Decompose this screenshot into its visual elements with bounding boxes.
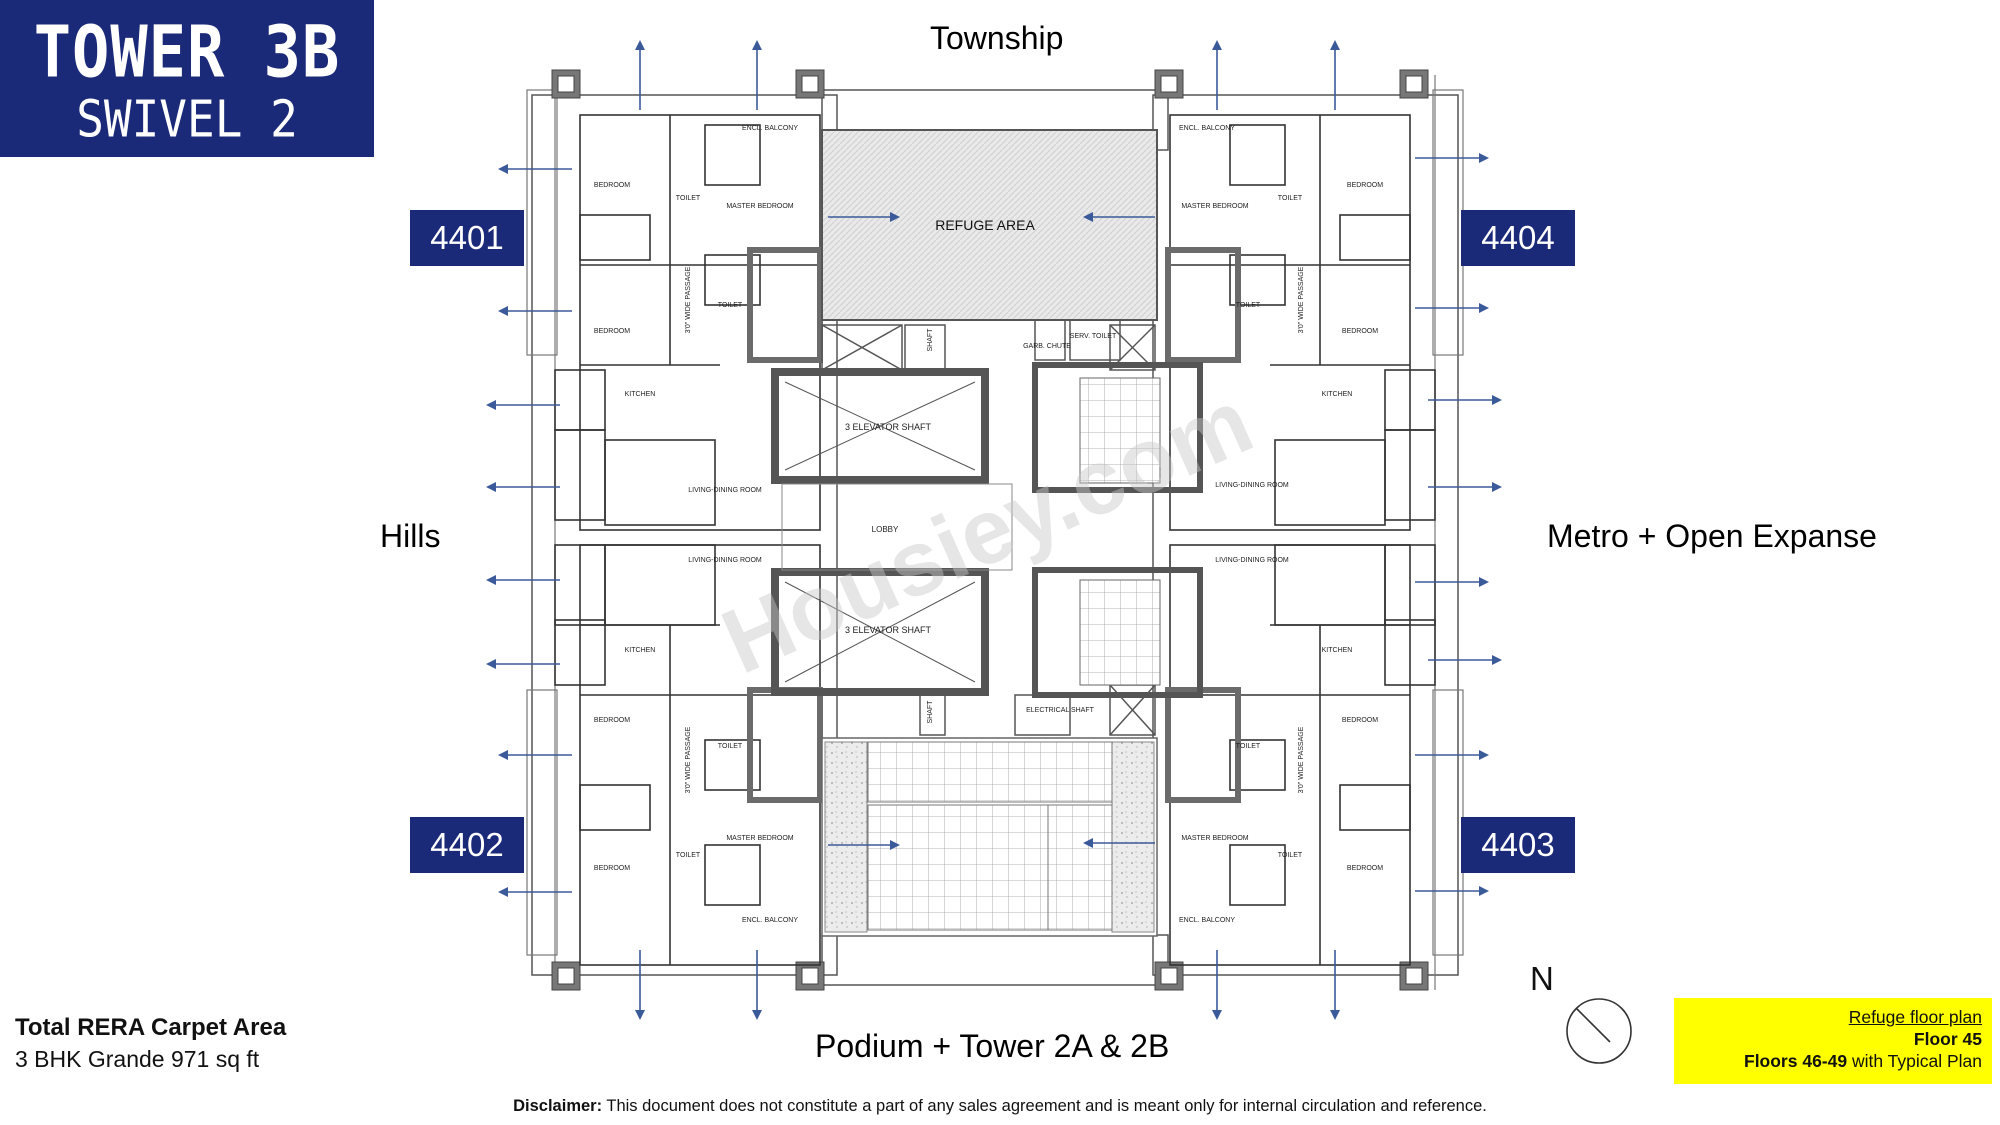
svg-text:ENCL. BALCONY: ENCL. BALCONY (1179, 917, 1235, 924)
direction-right: Metro + Open Expanse (1547, 518, 1877, 554)
svg-text:LIVING-DINING ROOM: LIVING-DINING ROOM (688, 487, 762, 494)
svg-text:BEDROOM: BEDROOM (594, 865, 630, 872)
svg-text:KITCHEN: KITCHEN (625, 647, 656, 654)
note-line-2: Floor 45 (1913, 1029, 1982, 1049)
svg-text:BEDROOM: BEDROOM (1342, 717, 1378, 724)
svg-text:MASTER BEDROOM: MASTER BEDROOM (726, 835, 793, 842)
svg-text:MASTER BEDROOM: MASTER BEDROOM (726, 203, 793, 210)
floor-note: Refuge floor plan Floor 45 Floors 46-49 … (1674, 998, 1992, 1084)
rera-value: 3 BHK Grande 971 sq ft (15, 1046, 260, 1072)
refuge-area (821, 129, 1158, 321)
direction-left: Hills (380, 518, 441, 554)
svg-text:TOILET: TOILET (718, 743, 743, 750)
direction-bottom: Podium + Tower 2A & 2B (815, 1028, 1170, 1064)
unit-label-4404: 4404 (1461, 210, 1575, 266)
disclaimer-text: This document does not constitute a part… (602, 1097, 1487, 1115)
svg-text:TOILET: TOILET (1236, 743, 1261, 750)
note-line-3-bold: Floors 46-49 (1744, 1051, 1848, 1071)
svg-text:KITCHEN: KITCHEN (1322, 647, 1353, 654)
tower-title-box: TOWER 3B SWIVEL 2 (0, 0, 374, 157)
unit-label-4401: 4401 (410, 210, 524, 266)
svg-text:ENCL. BALCONY: ENCL. BALCONY (1179, 125, 1235, 132)
elevator-shaft-top-label: 3 ELEVATOR SHAFT (845, 422, 932, 432)
north-label: N (1530, 960, 1554, 997)
svg-text:BEDROOM: BEDROOM (1347, 865, 1383, 872)
svg-text:BEDROOM: BEDROOM (594, 328, 630, 335)
svg-text:LIVING-DINING ROOM: LIVING-DINING ROOM (688, 557, 762, 564)
svg-text:MASTER BEDROOM: MASTER BEDROOM (1181, 835, 1248, 842)
svg-text:3'0" WIDE PASSAGE: 3'0" WIDE PASSAGE (1298, 726, 1305, 793)
elevator-shafts (771, 368, 989, 696)
serv-toilet-label: SERV. TOILET (1070, 333, 1117, 340)
view-arrows (486, 40, 1502, 1020)
columns (551, 69, 1429, 991)
lobby-label: LOBBY (872, 525, 899, 534)
elevator-shaft-bottom-label: 3 ELEVATOR SHAFT (845, 625, 932, 635)
shaft-label-bottom: SHAFT (927, 700, 934, 724)
svg-text:KITCHEN: KITCHEN (625, 391, 656, 398)
svg-text:MASTER BEDROOM: MASTER BEDROOM (1181, 203, 1248, 210)
shafts (821, 319, 1156, 736)
electrical-shaft-label: ELECTRICAL SHAFT (1026, 707, 1095, 714)
unit-label-4403: 4403 (1461, 817, 1575, 873)
svg-text:TOILET: TOILET (676, 195, 701, 202)
svg-text:TOILET: TOILET (1236, 302, 1261, 309)
disclaimer-label: Disclaimer: (513, 1097, 603, 1115)
room-labels: BEDROOM BEDROOM MASTER BEDROOM TOILET TO… (594, 125, 1383, 924)
note-line-3-rest: with Typical Plan (1847, 1051, 1982, 1071)
swivel-name: SWIVEL 2 (76, 89, 298, 149)
svg-text:ENCL. BALCONY: ENCL. BALCONY (742, 125, 798, 132)
unit-label-4402: 4402 (410, 817, 524, 873)
disclaimer: Disclaimer: This document does not const… (0, 1097, 2000, 1116)
tower-name: TOWER 3B (33, 9, 341, 94)
rera-title: Total RERA Carpet Area (15, 1014, 287, 1041)
garb-chute-label: GARB. CHUTE (1023, 343, 1071, 350)
shaft-label-top: SHAFT (927, 328, 934, 352)
svg-text:TOILET: TOILET (718, 302, 743, 309)
svg-text:TOILET: TOILET (676, 852, 701, 859)
north-compass-icon (1566, 998, 1632, 1064)
svg-text:3'0" WIDE PASSAGE: 3'0" WIDE PASSAGE (685, 726, 692, 793)
svg-text:LIVING-DINING ROOM: LIVING-DINING ROOM (1215, 482, 1289, 489)
svg-text:BEDROOM: BEDROOM (1342, 328, 1378, 335)
staircases (1032, 362, 1203, 698)
svg-text:LIVING-DINING ROOM: LIVING-DINING ROOM (1215, 557, 1289, 564)
podium-stairs (821, 737, 1158, 937)
svg-text:BEDROOM: BEDROOM (594, 182, 630, 189)
svg-text:TOILET: TOILET (1278, 195, 1303, 202)
lobby (781, 483, 1013, 571)
svg-text:BEDROOM: BEDROOM (594, 717, 630, 724)
direction-top: Township (930, 20, 1064, 56)
svg-text:ENCL. BALCONY: ENCL. BALCONY (742, 917, 798, 924)
svg-text:3'0" WIDE PASSAGE: 3'0" WIDE PASSAGE (1298, 266, 1305, 333)
svg-text:3'0" WIDE PASSAGE: 3'0" WIDE PASSAGE (685, 266, 692, 333)
svg-text:TOILET: TOILET (1278, 852, 1303, 859)
svg-text:KITCHEN: KITCHEN (1322, 391, 1353, 398)
svg-text:BEDROOM: BEDROOM (1347, 182, 1383, 189)
refuge-area-label: REFUGE AREA (935, 217, 1035, 233)
note-line-1: Refuge floor plan (1848, 1007, 1982, 1027)
